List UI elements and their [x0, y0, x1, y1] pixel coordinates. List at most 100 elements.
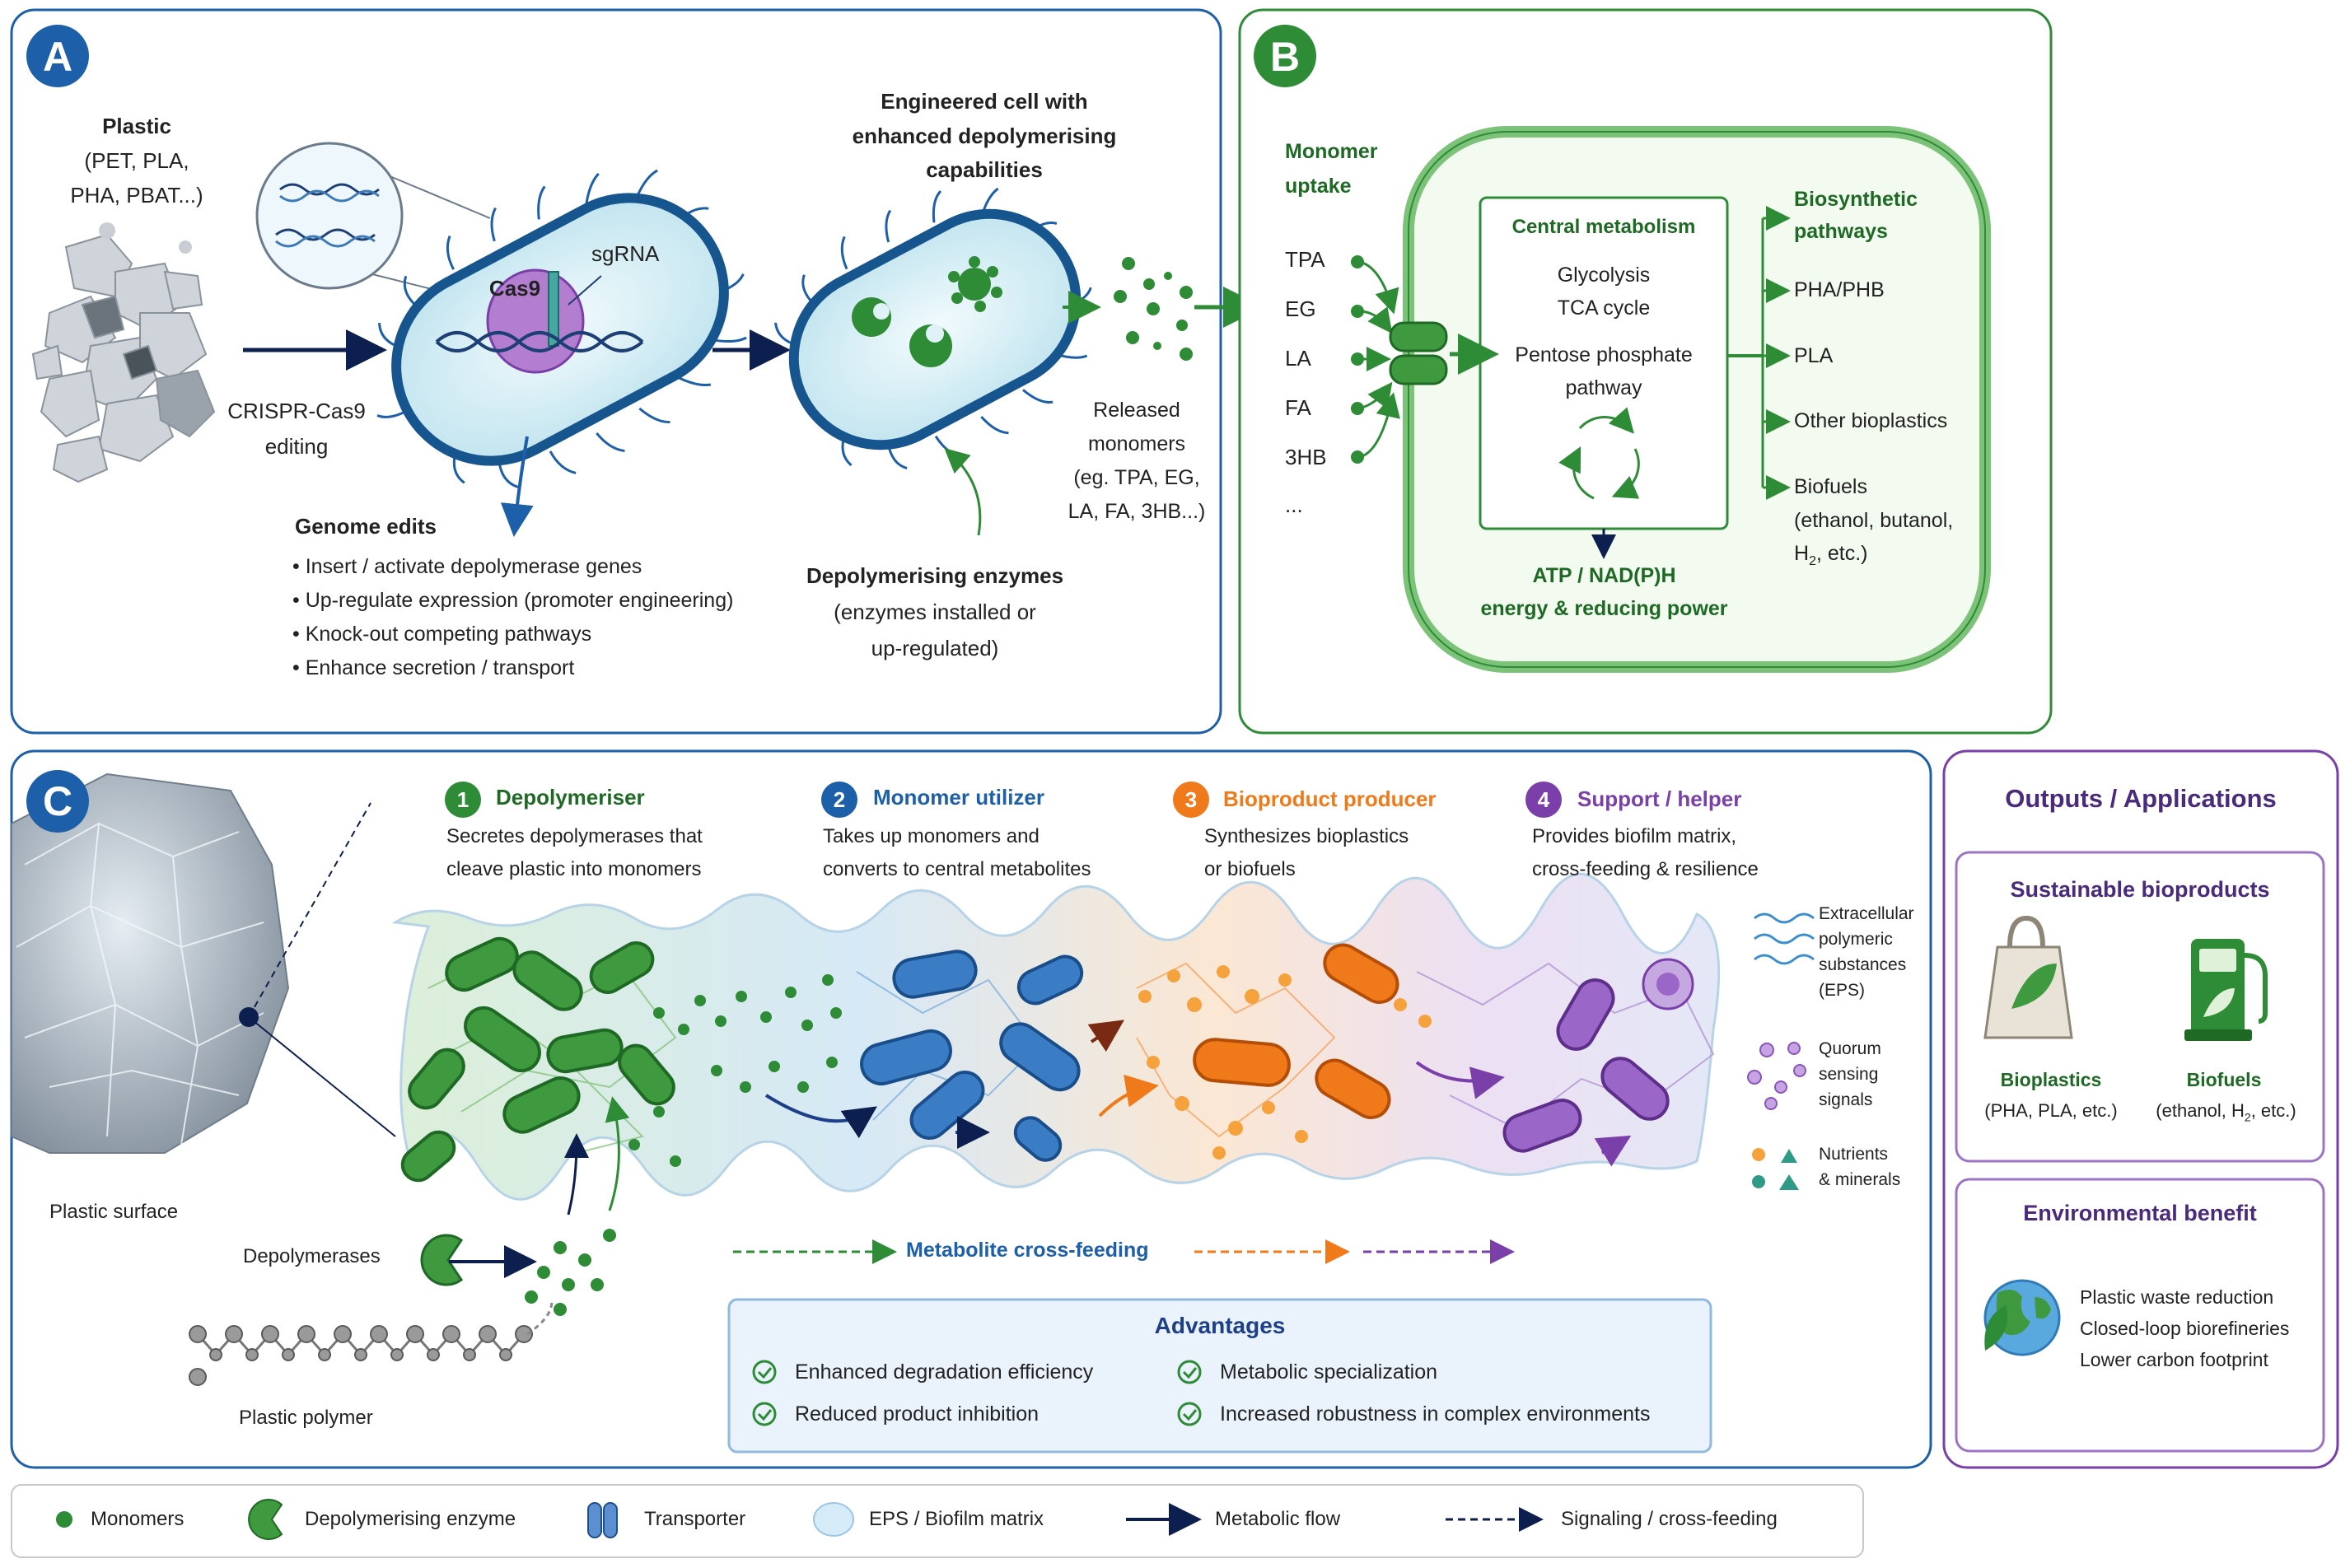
- env-item-3: Lower carbon footprint: [2080, 1349, 2268, 1370]
- eps-legend-icon: [1754, 912, 1815, 965]
- atp-line1: ATP / NAD(P)H: [1532, 564, 1676, 587]
- role-1-num: 1: [445, 782, 481, 818]
- env-item-2: Closed-loop biorefineries: [2080, 1318, 2290, 1339]
- genome-item-4-text: Enhance secretion / transport: [305, 656, 575, 679]
- env-item-1: Plastic waste reduction: [2080, 1286, 2274, 1308]
- genome-item-3: • Knock-out competing pathways: [292, 623, 592, 646]
- environment-box: [1955, 1178, 2325, 1453]
- eps-legend-4: (EPS): [1819, 981, 1866, 1000]
- released-line3: (eg. TPA, EG,: [1073, 466, 1200, 489]
- eps-legend-1: Extracellular: [1819, 904, 1914, 923]
- crossfeeding-label: Metabolite cross-feeding: [906, 1239, 1149, 1262]
- monomer-fa: FA: [1285, 395, 1311, 420]
- legend-monomers: Monomers: [91, 1508, 185, 1530]
- dna-zoom-circle: [255, 142, 404, 290]
- role-4-title: Support / helper: [1577, 786, 1742, 811]
- sustainable-title: Sustainable bioproducts: [2010, 877, 2270, 902]
- bioproduct-producer-cells: [1193, 943, 1399, 1119]
- tca-cycle-arrows: [1558, 407, 1640, 500]
- crispr-label-1: CRISPR-Cas9: [227, 399, 366, 423]
- advantage-2: Reduced product inhibition: [795, 1402, 1040, 1426]
- advantage-4: Increased robustness in complex environm…: [1220, 1402, 1651, 1426]
- monomer-eg: EG: [1285, 296, 1316, 321]
- role-4-desc-2: cross-feeding & resilience: [1532, 858, 1759, 880]
- bio-title-2: pathways: [1794, 220, 1888, 243]
- nutrients-legend-icon: [1752, 1148, 1799, 1190]
- globe-icon: [1983, 1279, 2061, 1356]
- product-other: Other bioplastics: [1794, 409, 1948, 432]
- monomer-chain-dots: [628, 974, 842, 1167]
- product-pha: PHA/PHB: [1794, 278, 1885, 301]
- legend-frame: [11, 1484, 1864, 1558]
- environment-title: Environmental benefit: [2023, 1201, 2257, 1225]
- legend-eps: EPS / Biofilm matrix: [869, 1508, 1044, 1530]
- legend-signaling: Signaling / cross-feeding: [1561, 1508, 1778, 1530]
- biofuel-sub-2: H2, etc.): [1794, 542, 1867, 569]
- plastic-surface-label: Plastic surface: [49, 1201, 179, 1223]
- bioplastics-label: Bioplastics: [2000, 1069, 2102, 1090]
- uptake-line1: Monomer: [1285, 140, 1378, 163]
- plastic-types-line2: PHA, PBAT...): [70, 183, 203, 208]
- genome-item-1: • Insert / activate depolymerase genes: [292, 555, 642, 578]
- quorum-legend-1: Quorum: [1819, 1039, 1881, 1058]
- eps-legend-3: substances: [1819, 955, 1907, 974]
- role-3-desc-1: Synthesizes bioplastics: [1204, 825, 1409, 847]
- legend-transporter: Transporter: [644, 1508, 746, 1530]
- advantage-1: Enhanced degradation efficiency: [795, 1360, 1094, 1384]
- biofuels-sub: (ethanol, H2, etc.): [2137, 1100, 2315, 1123]
- role-3-desc-2: or biofuels: [1204, 858, 1296, 880]
- depolymeriser-cells: [400, 936, 675, 1183]
- monomer-more: ...: [1285, 492, 1303, 517]
- released-line4: LA, FA, 3HB...): [1068, 500, 1206, 523]
- role-4-num: 4: [1525, 782, 1562, 818]
- central-item-2: TCA cycle: [1557, 296, 1651, 320]
- bag-icon: [1983, 915, 2073, 1039]
- panel-b-letter: B: [1269, 34, 1301, 80]
- role-3-num: 3: [1173, 782, 1209, 818]
- plastic-surface-rock: [11, 772, 290, 1154]
- sgrna-label: sgRNA: [591, 241, 660, 266]
- genome-item-3-text: Knock-out competing pathways: [305, 623, 592, 646]
- genome-item-2-text: Up-regulate expression (promoter enginee…: [305, 589, 734, 612]
- orange-nodes: [1138, 965, 1432, 1160]
- genome-item-1-text: Insert / activate depolymerase genes: [305, 555, 642, 578]
- check-icons: [752, 1360, 1202, 1426]
- role-1-title: Depolymeriser: [496, 785, 645, 810]
- advantages-box: [727, 1298, 1712, 1454]
- enzyme-star: [948, 256, 1002, 312]
- monomer-la: LA: [1285, 346, 1311, 371]
- quorum-legend-3: signals: [1819, 1090, 1873, 1109]
- legend-enzyme: Depolymerising enzyme: [305, 1508, 516, 1530]
- plastic-polymer-chain: [189, 1325, 533, 1386]
- biofuel-sub-1: (ethanol, butanol,: [1794, 509, 1954, 532]
- enzymes-sub-2: up-regulated): [871, 636, 999, 660]
- engineered-line1: Engineered cell with: [881, 89, 1088, 114]
- uptake-line2: uptake: [1285, 175, 1352, 198]
- plastic-title: Plastic: [102, 114, 171, 138]
- role-2-title: Monomer utilizer: [873, 785, 1045, 810]
- released-monomer-dots: [1114, 257, 1193, 361]
- product-biofuels: Biofuels: [1794, 475, 1867, 498]
- cas9-label: Cas9: [488, 276, 541, 301]
- h2-sub: 2: [1809, 554, 1816, 568]
- plastic-polymer-label: Plastic polymer: [239, 1407, 373, 1429]
- h2-h: H: [1794, 542, 1810, 565]
- enzymes-sub-1: (enzymes installed or: [834, 600, 1036, 624]
- eps-biofilm-band: [391, 872, 1721, 1201]
- atp-line2: energy & reducing power: [1480, 597, 1728, 620]
- central-title: Central metabolism: [1511, 216, 1696, 238]
- advantages-title: Advantages: [1154, 1313, 1286, 1338]
- biofuels-sub-a: (ethanol, H: [2156, 1100, 2245, 1121]
- released-line2: monomers: [1087, 432, 1186, 455]
- biofuels-sub-2: 2: [2244, 1110, 2251, 1124]
- engineered-line3: capabilities: [926, 157, 1043, 182]
- panel-a-letter: A: [42, 34, 73, 80]
- sustainable-box: [1955, 851, 2325, 1163]
- released-line1: Released: [1093, 399, 1180, 422]
- advantage-3: Metabolic specialization: [1220, 1360, 1438, 1384]
- bio-title-1: Biosynthetic: [1794, 188, 1918, 211]
- plastic-fragments: [31, 233, 216, 483]
- role-2-num: 2: [821, 782, 857, 818]
- helper-cells: [1502, 978, 1670, 1153]
